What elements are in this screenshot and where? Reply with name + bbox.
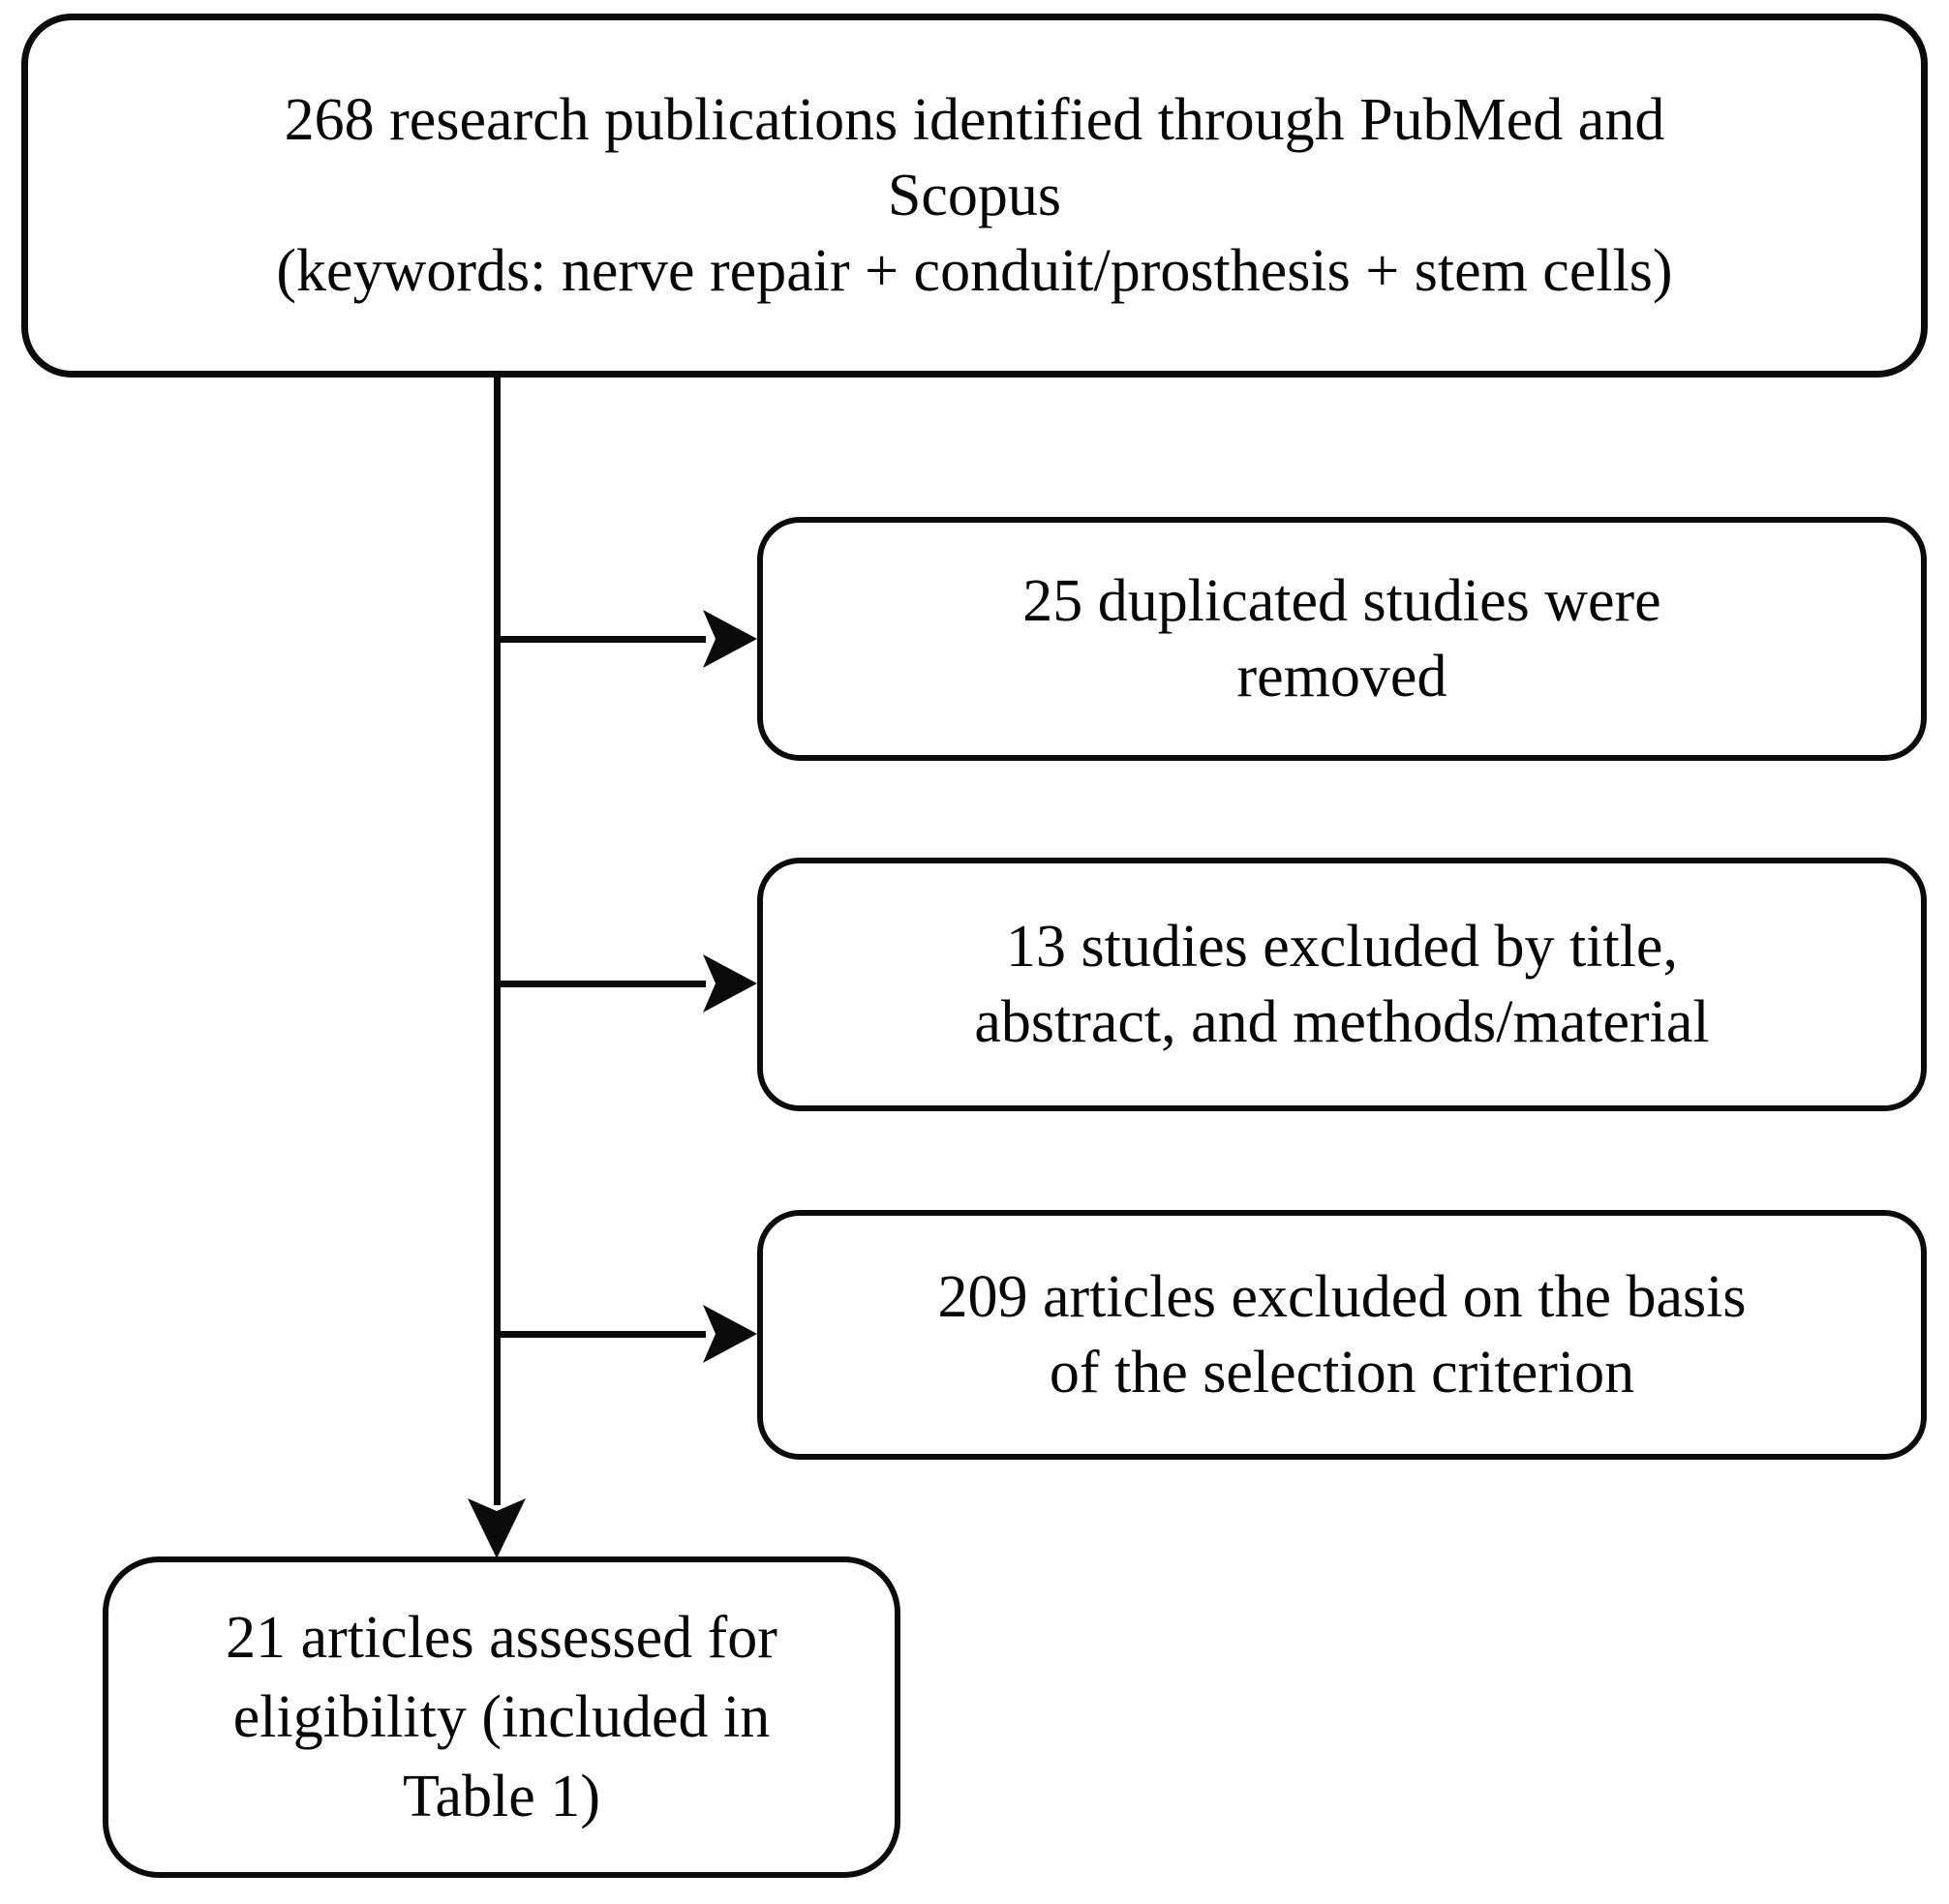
text-line: Scopus (887, 163, 1062, 228)
text-line: abstract, and methods/material (974, 989, 1710, 1055)
text-line: 13 studies excluded by title, (1006, 914, 1678, 980)
text-line: 268 research publications identified thr… (284, 87, 1665, 153)
node-excluded-by-selection-criterion: 209 articles excluded on the basis of th… (757, 1210, 1927, 1460)
text-line: of the selection criterion (1049, 1340, 1635, 1405)
text-line: eligibility (included in (232, 1684, 771, 1750)
node-excluded-by-selection-criterion-text: 209 articles excluded on the basis of th… (937, 1259, 1746, 1410)
text-line: 209 articles excluded on the basis (937, 1264, 1747, 1330)
node-publications-identified-text: 268 research publications identified thr… (276, 82, 1672, 309)
text-line: (keywords: nerve repair + conduit/prosth… (276, 238, 1673, 304)
arrowhead-right-icon (703, 1305, 757, 1363)
node-duplicates-removed-text: 25 duplicated studies were removed (1022, 563, 1660, 714)
text-line: 21 articles assessed for (226, 1605, 777, 1671)
node-duplicates-removed: 25 duplicated studies were removed (757, 517, 1927, 761)
arrowhead-right-icon (703, 610, 757, 668)
node-excluded-by-title-abstract: 13 studies excluded by title, abstract, … (757, 858, 1927, 1111)
node-articles-assessed-text: 21 articles assessed for eligibility (in… (226, 1598, 777, 1836)
connector-to-excluded-by-title (497, 981, 706, 987)
arrowhead-down-icon (468, 1498, 526, 1558)
node-articles-assessed: 21 articles assessed for eligibility (in… (103, 1556, 900, 1878)
connector-main-vertical (494, 377, 501, 1505)
text-line: removed (1236, 644, 1447, 710)
text-line: Table 1) (403, 1764, 600, 1829)
text-line: 25 duplicated studies were (1022, 568, 1661, 634)
node-excluded-by-title-abstract-text: 13 studies excluded by title, abstract, … (974, 909, 1709, 1060)
connector-to-duplicates-removed (497, 636, 706, 643)
connector-to-excluded-by-selection (497, 1331, 706, 1338)
arrowhead-right-icon (703, 954, 757, 1012)
node-publications-identified: 268 research publications identified thr… (21, 14, 1928, 378)
